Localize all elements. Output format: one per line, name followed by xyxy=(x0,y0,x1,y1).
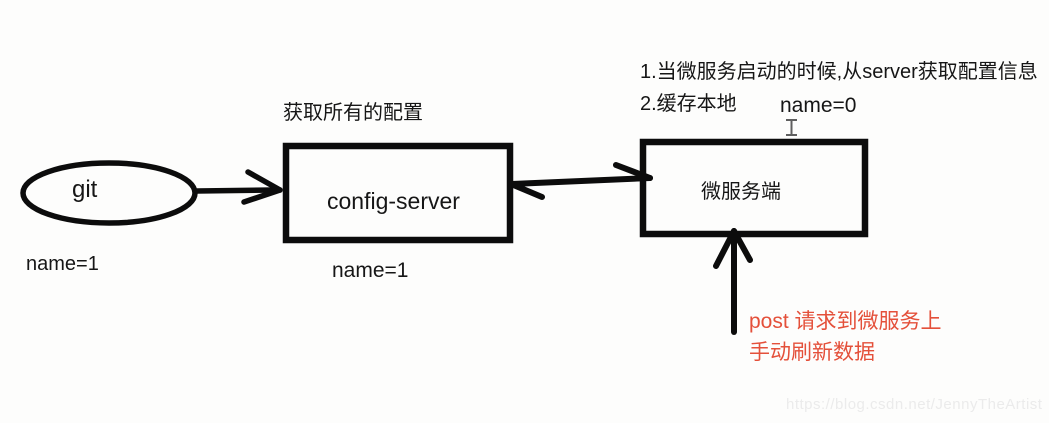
config-server-annotation: name=1 xyxy=(332,259,409,282)
arrow-git-to-config xyxy=(194,169,283,205)
watermark: https://blog.csdn.net/JennyTheArtist xyxy=(786,396,1043,413)
note-line2: 2.缓存本地 xyxy=(640,93,737,115)
git-annotation: name=1 xyxy=(26,253,99,275)
config-server-node-label: config-server xyxy=(327,188,460,214)
post-note-line2: 手动刷新数据 xyxy=(749,341,875,364)
git-node-label: git xyxy=(72,176,98,203)
i-beam-cursor-icon xyxy=(786,119,797,136)
config-caption: 获取所有的配置 xyxy=(283,102,423,124)
post-note-line1: post 请求到微服务上 xyxy=(749,310,942,333)
git-node-ellipse xyxy=(20,160,198,226)
microservice-node-rect xyxy=(639,138,869,238)
microservice-annotation: name=0 xyxy=(780,94,857,117)
config-server-node-rect xyxy=(282,142,514,244)
arrow-config-microservice-both xyxy=(508,162,653,200)
arrow-post-to-microservice xyxy=(713,228,753,335)
note-line1: 1.当微服务启动的时候,从server获取配置信息 xyxy=(640,61,1038,83)
microservice-node-label: 微服务端 xyxy=(701,181,781,203)
